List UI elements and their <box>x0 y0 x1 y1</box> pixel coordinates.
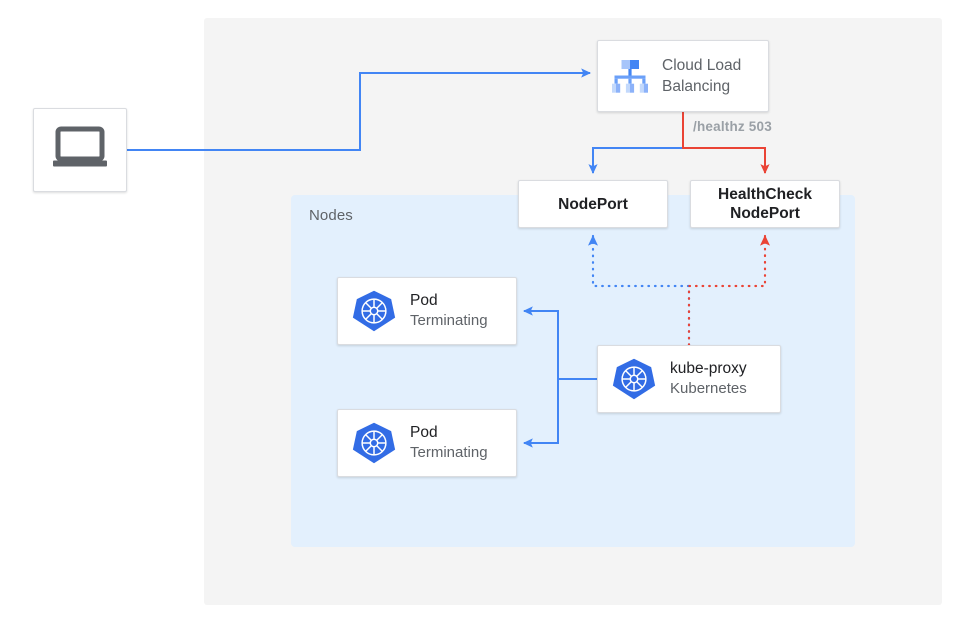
kube-proxy-subtitle: Kubernetes <box>670 380 747 397</box>
healthz-edge-label: /healthz 503 <box>693 119 772 134</box>
laptop-icon <box>51 126 109 175</box>
pod-status: Terminating <box>410 444 488 461</box>
pod-title: Pod <box>410 292 438 309</box>
kubernetes-icon <box>352 421 396 465</box>
kubernetes-icon <box>352 289 396 333</box>
nodes-region-label: Nodes <box>309 207 353 224</box>
healthcheck-nodeport-label: HealthCheck NodePort <box>718 186 812 222</box>
kubernetes-icon <box>612 357 656 401</box>
kube-proxy-node[interactable]: kube-proxy Kubernetes <box>597 345 781 413</box>
cloud-load-balancing-node[interactable]: Cloud Load Balancing <box>597 40 769 112</box>
pod-status: Terminating <box>410 312 488 329</box>
nodeport-node[interactable]: NodePort <box>518 180 668 228</box>
healthcheck-nodeport-node[interactable]: HealthCheck NodePort <box>690 180 840 228</box>
cloud-load-balancing-icon <box>607 53 653 99</box>
cloud-load-balancing-label: Cloud Load Balancing <box>662 57 742 95</box>
pod-node-2[interactable]: Pod Terminating <box>337 409 517 477</box>
kube-proxy-title: kube-proxy <box>670 360 747 377</box>
pod-node-1[interactable]: Pod Terminating <box>337 277 517 345</box>
nodeport-label: NodePort <box>558 195 628 213</box>
pod-title: Pod <box>410 424 438 441</box>
client-node[interactable] <box>33 108 127 192</box>
